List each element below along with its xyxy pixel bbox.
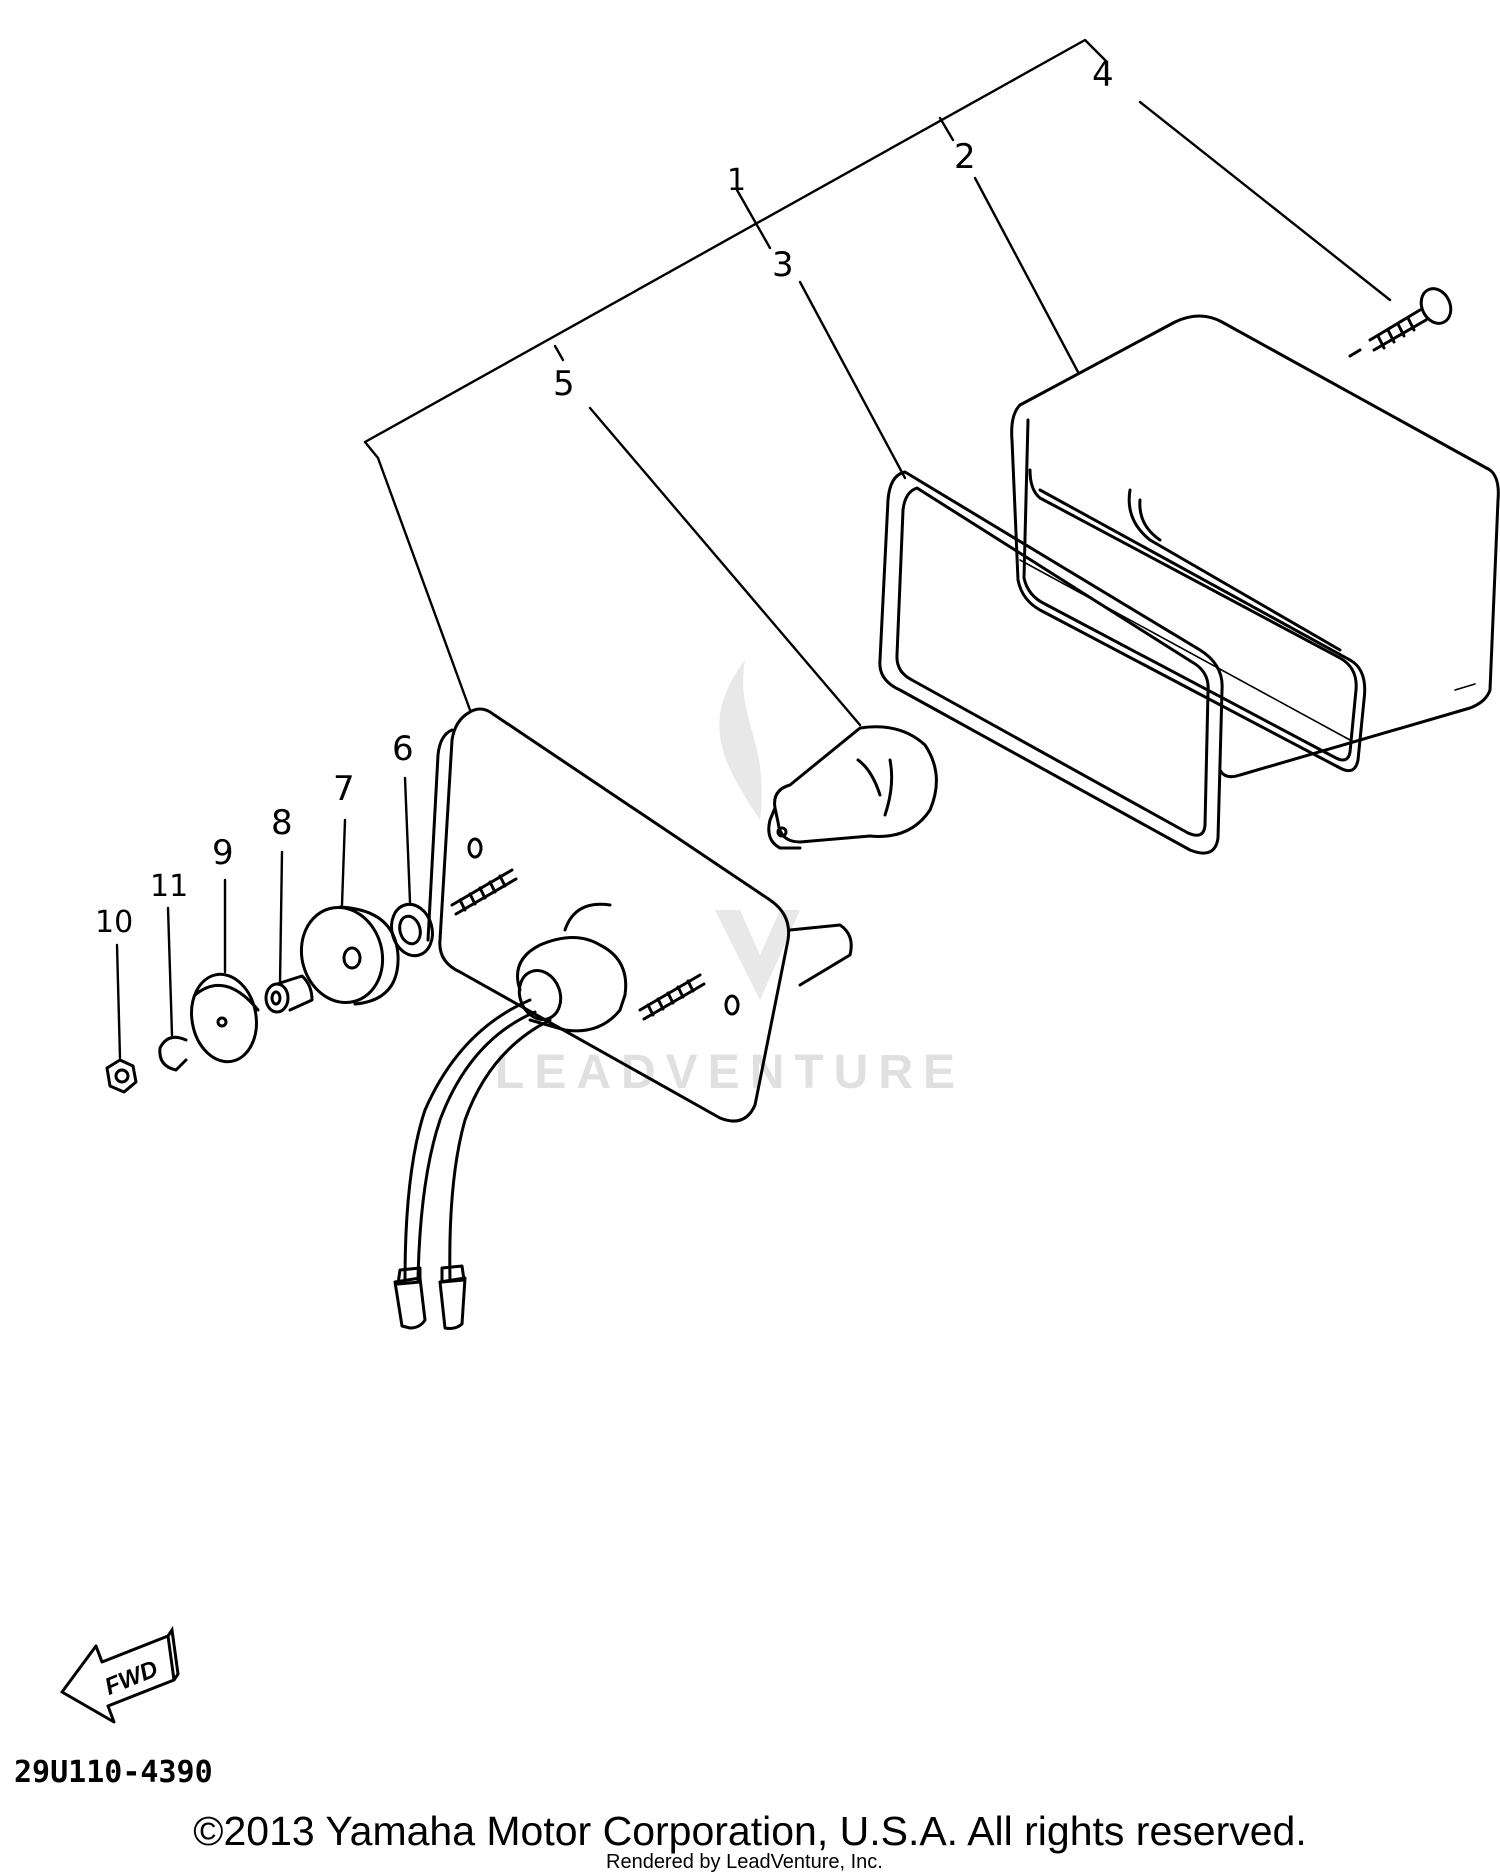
plate-washer — [190, 972, 260, 1064]
clip — [158, 1035, 188, 1072]
lens-housing — [1010, 314, 1500, 779]
rendered-by-text: Rendered by LeadVenture, Inc. — [606, 1851, 883, 1873]
diagram-code: 29U110-4390 — [14, 1755, 213, 1790]
bulb — [767, 725, 938, 850]
lower-leader-lines — [115, 776, 412, 1060]
lamp-base-plate — [393, 707, 853, 1330]
screw — [1348, 287, 1453, 358]
grommet — [299, 905, 400, 1006]
callout-part-11: 11 — [150, 869, 188, 904]
copyright-notice: ©2013 Yamaha Motor Corporation, U.S.A. A… — [193, 1808, 1307, 1854]
callout-part-2: 2 — [954, 137, 976, 177]
watermark-text: LEADVENTURE — [495, 1046, 965, 1099]
callout-part-7: 7 — [333, 769, 355, 809]
gasket — [878, 470, 1224, 855]
collar — [264, 974, 314, 1014]
callout-part-1: 1 — [727, 163, 746, 198]
callout-part-4: 4 — [1092, 55, 1114, 95]
callout-part-6: 6 — [392, 729, 414, 769]
watermark-logo — [715, 660, 800, 1000]
callout-part-9: 9 — [212, 833, 234, 873]
callout-part-3: 3 — [772, 245, 794, 285]
assembly-bracket-lines — [363, 38, 1392, 727]
fwd-arrow-icon: FWD — [60, 1625, 180, 1724]
callout-part-5: 5 — [553, 364, 575, 404]
callout-part-10: 10 — [95, 905, 133, 940]
callout-part-8: 8 — [271, 803, 293, 843]
nut — [105, 1058, 138, 1094]
